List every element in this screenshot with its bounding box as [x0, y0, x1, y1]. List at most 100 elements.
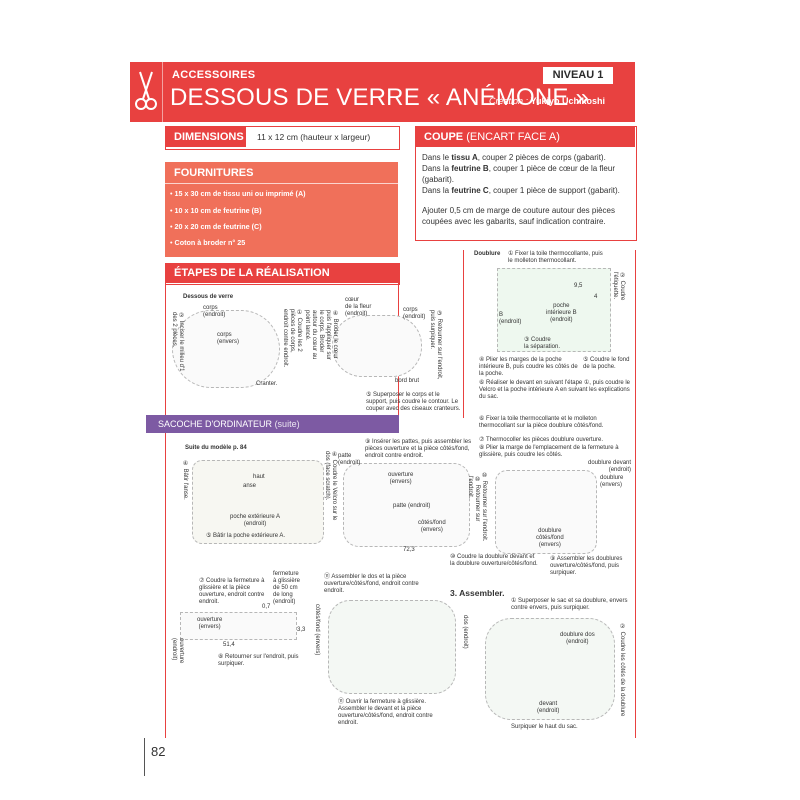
label-dim-723: 72,3: [403, 547, 415, 553]
doublure-divider: [463, 250, 464, 418]
sacoche-left-rule: [165, 433, 166, 738]
label-batir-poche: ⑤ Bâtir la poche extérieure A.: [206, 533, 286, 539]
front-panel-illustration: [192, 460, 324, 544]
etapes-label: ÉTAPES DE LA RÉALISATION: [165, 263, 399, 283]
label-ouverture-endroit: ouverture (endroit): [171, 638, 184, 664]
coupe-p1b: tissu A: [451, 153, 478, 162]
label-ouverture: ouverture (envers): [388, 472, 414, 485]
label-dim-4: 4: [594, 294, 598, 300]
label-doublure-retourner: ⑩ Retourner sur l'endroit.: [481, 472, 487, 542]
coupe-text: Dans le tissu A, couper 2 pièces de corp…: [422, 152, 627, 236]
assembly-illustration: [343, 463, 470, 547]
label-doublure-dos: doublure dos (endroit): [560, 632, 595, 645]
label-dim-514: 51,4: [223, 642, 235, 648]
page-title: DESSOUS DE VERRE « ANÉMONE »: [170, 84, 590, 111]
label-haut: haut: [253, 474, 265, 480]
fourniture-item: • 15 x 30 cm de tissu uni ou imprimé (A): [170, 189, 306, 198]
label-fermeture: ⑦ Coudre la fermeture à glissière et la …: [199, 578, 265, 605]
label-velcro: ④ Coudre le Velcro sur le dos (face scra…: [324, 451, 337, 521]
label-superposer: ① Superposer le sac et sa doublure, enve…: [511, 598, 628, 611]
label-batir-anse: ④ Bâtir l'anse.: [182, 460, 188, 500]
label-corps-endroit: corps (endroit): [203, 305, 226, 318]
label-fermeture2: fermeture à glissière de 50 cm de long (…: [273, 571, 301, 605]
label-ouverture-envers: ouverture (envers): [197, 617, 223, 630]
coupe-p3a: Dans la: [422, 186, 452, 195]
coupe-p1c: , couper 2 pièces de corps (gabarit).: [477, 153, 606, 162]
label-cranter: Cranter.: [256, 381, 278, 387]
dessous-illustration: [172, 310, 280, 388]
fourniture-item: • Coton à broder n° 25: [170, 238, 246, 247]
label-doublure-step9: ⑨ Assembler les doublures ouverture/côté…: [550, 556, 623, 576]
label-dos-cotes: ⑪ Assembler le dos et la pièce ouverture…: [324, 574, 419, 594]
coupe-label: COUPE (ENCART FACE A): [415, 127, 635, 147]
label-step4: ④ Broder le cœur puis l'appliquer sur le…: [304, 310, 338, 360]
page-rule: [144, 738, 145, 776]
label-doublure-cotes: doublure côtés/fond (envers): [536, 528, 564, 548]
etapes-box: [165, 263, 400, 285]
label-doublure-devant: doublure devant (endroit): [588, 460, 632, 473]
label-poche-int: poche intérieure B (endroit): [546, 303, 577, 323]
coupe-p3c: , couper 1 pièce de support (gabarit).: [488, 186, 620, 195]
zipper-illustration: [180, 612, 297, 640]
label-doublure-step5: ⑤ Coudre le fond de la poche.: [583, 357, 630, 370]
coupe-sub: (ENCART FACE A): [466, 131, 560, 143]
coupe-p3b: feutrine C: [451, 186, 489, 195]
label-surpiquer: Surpiquer le haut du sac.: [511, 724, 578, 730]
doublure-bag-illustration: [495, 470, 597, 554]
label-b-endroit: B (endroit): [499, 312, 522, 325]
fourniture-item: • 20 x 20 cm de feutrine (C): [170, 222, 262, 231]
coupe-p1a: Dans le: [422, 153, 452, 162]
final-bag-illustration: [485, 618, 615, 720]
label-retourner2: ⑧ Retourner sur l'endroit, puis surpique…: [218, 654, 299, 667]
label-corps-envers: corps (envers): [217, 332, 240, 345]
label-patte2: patte (endroit): [393, 503, 431, 509]
right-rule: [635, 250, 636, 738]
label-doublure-step8: ⑧ Plier la marge de l'emplacement de la …: [479, 445, 619, 458]
coupe-title: COUPE: [424, 131, 464, 143]
label-step1: ① Coudre les 2 pièces de corps, endroit …: [282, 309, 302, 368]
label-etiquette: ② Coudre l'étiquette.: [612, 272, 625, 301]
label-separation: ③ Coudre la séparation.: [524, 337, 561, 350]
sacoche-title: SACOCHE D'ORDINATEUR: [158, 419, 273, 429]
header-icon-box: [130, 62, 163, 122]
label-devant: devant (endroit): [537, 701, 560, 714]
label-cotes-fond2: côtés/fond (envers): [314, 604, 320, 656]
sacoche-suite: (suite): [272, 419, 300, 429]
sacoche-banner: SACOCHE D'ORDINATEUR (suite): [146, 415, 399, 433]
level-badge: NIVEAU 1: [543, 67, 613, 84]
label-step5: ⑤ Superposer le corps et le support, pui…: [366, 392, 461, 412]
label-retourner: ⑩ Retourner sur l'endroit.: [467, 476, 480, 522]
scissors-icon: [135, 71, 157, 110]
label-doublure-step7: ⑦ Thermocoller les pièces doublure ouver…: [479, 437, 603, 443]
label-doublure-step6: ⑥ Réaliser le devant en suivant l'étape …: [479, 380, 630, 400]
coupe-p4: Ajouter 0,5 cm de marge de couture autou…: [422, 206, 615, 226]
creator-credit: Création : Yukiyo Uchikoshi: [489, 96, 605, 106]
label-cotes-fond: côtés/fond (envers): [418, 520, 446, 533]
label-anse: anse: [243, 483, 257, 489]
label-step3: ③ Retourner sur l'endroit, puis surpique…: [429, 310, 442, 380]
assembler-title: 3. Assembler.: [450, 588, 505, 598]
label-dos-endroit: dos (endroit): [462, 615, 468, 649]
label-inserer: ⑨ Insérer les pattes, puis assembler les…: [365, 439, 472, 459]
dessous-title: Dessous de verre: [183, 294, 234, 300]
label-doublure-envers: doublure (envers): [600, 475, 624, 488]
category-label: ACCESSOIRES: [172, 69, 256, 81]
coupe-p2c: , couper 1 pièce de cœur de la fleur (ga…: [422, 164, 615, 184]
fournitures-label: FOURNITURES: [165, 163, 398, 183]
coupe-p2a: Dans la: [422, 164, 452, 173]
coupe-p2b: feutrine B: [451, 164, 489, 173]
label-step2: ② Inciser le milieu d'1 des 2 pièces.: [171, 312, 184, 372]
label-coudre-cotes: ② Coudre les côtés de la doublure: [619, 623, 625, 717]
label-poche-ext: poche extérieure A (endroit): [230, 514, 281, 527]
suite-modele: Suite du modèle p. 84: [185, 445, 247, 451]
fourniture-item: • 10 x 10 cm de feutrine (B): [170, 206, 262, 215]
dos-illustration: [328, 600, 456, 694]
label-bord-brut: bord brut: [395, 378, 420, 384]
doublure-illustration: [497, 268, 611, 352]
label-patte: patte (endroit): [338, 453, 361, 466]
anemone-illustration: [332, 315, 422, 377]
label-doublure-step6b: ⑥ Fixer la toile thermocollante et le mo…: [479, 416, 604, 429]
label-ouvrir: ⑪ Ouvrir la fermeture à glissière. Assem…: [338, 699, 433, 726]
label-dim-95: 9,5: [574, 283, 583, 289]
label-dim-33: 3,3: [297, 627, 306, 633]
